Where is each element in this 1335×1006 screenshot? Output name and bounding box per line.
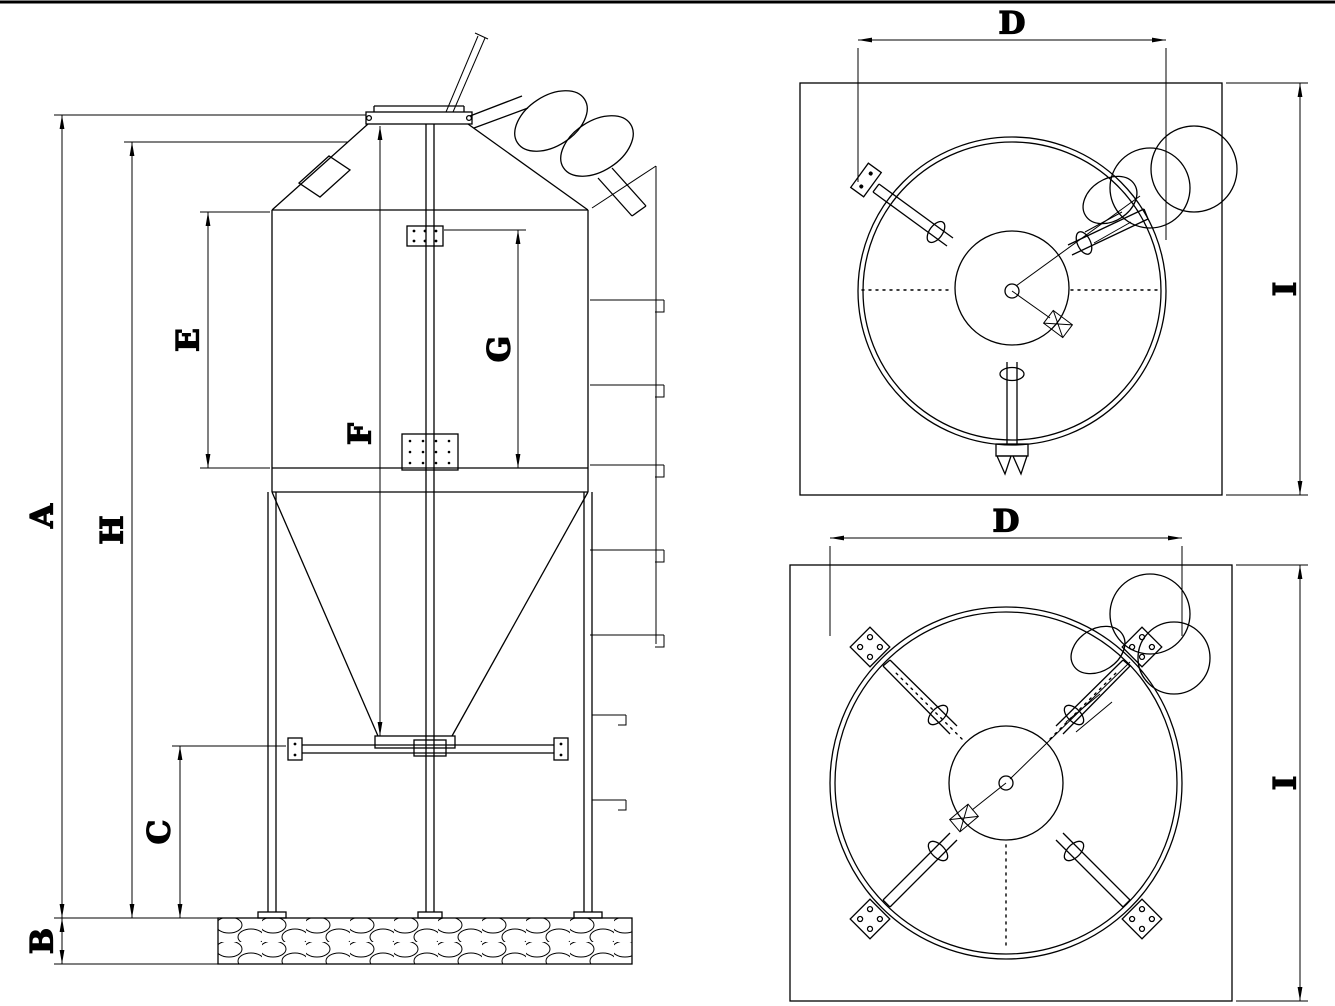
leg-right	[1067, 208, 1149, 256]
leg-upper-left	[849, 162, 954, 247]
support-legs	[257, 492, 603, 919]
agitator-bracket-2	[948, 782, 1007, 833]
dim-label-h: H	[95, 515, 131, 544]
foundation-pad	[217, 917, 633, 965]
dim-label-e: E	[171, 328, 207, 352]
center-pipe-hole	[1004, 283, 1020, 299]
leg-ul	[849, 626, 958, 735]
center-pipe-hole-2	[998, 775, 1014, 791]
hopper-outlet-circle-2	[948, 725, 1064, 841]
elevation-view: A H E G F C B	[24, 32, 665, 965]
fill-inlet-pipe	[445, 32, 489, 113]
dim-label-i-bottom: I	[1268, 776, 1304, 791]
elevation-dimensions	[54, 114, 526, 965]
cyclone-plan	[1082, 125, 1238, 244]
agitator-bracket	[1011, 290, 1074, 339]
dim-label-d-bottom: D	[993, 504, 1020, 540]
leg-bottom	[995, 362, 1029, 476]
dim-label-i-top: I	[1268, 282, 1304, 297]
hopper-outlet-circle	[954, 230, 1070, 346]
hopper-outlet-flange	[374, 735, 456, 749]
dim-label-d-top: D	[999, 6, 1026, 42]
center-fill-pipe	[417, 124, 443, 919]
plan-view-three-leg: D I	[799, 5, 1308, 496]
leg-lr	[1055, 832, 1163, 940]
plan-bottom-dimensions	[829, 535, 1308, 1002]
tank-rim-inner	[862, 141, 1162, 441]
leg-ll	[849, 832, 958, 940]
plan-view-four-leg: D I	[789, 503, 1308, 1002]
silo-hopper	[271, 491, 589, 749]
brace-center-fitting	[413, 739, 447, 757]
leg-ur	[1055, 626, 1163, 735]
fill-pipe-plan	[1015, 195, 1141, 287]
dim-label-c: C	[142, 820, 178, 845]
dim-label-g: G	[482, 336, 518, 362]
roof-manhole	[297, 155, 352, 198]
cyclone-separator	[469, 90, 647, 217]
upper-bolt-plate	[406, 225, 444, 247]
base-frame-outline-2	[789, 564, 1233, 1002]
dim-label-a: A	[25, 503, 61, 529]
dim-label-f: F	[343, 423, 379, 445]
base-frame-outline	[799, 82, 1223, 496]
cross-brace	[287, 737, 569, 761]
dim-label-b: B	[25, 928, 61, 954]
plan-top-dimensions	[857, 37, 1308, 496]
silo-body	[271, 209, 589, 493]
tank-rim-inner-2	[834, 611, 1178, 955]
cyclone-plan-2	[1065, 573, 1211, 733]
tank-rim-outer-2	[829, 606, 1183, 960]
ladder	[590, 165, 665, 811]
tank-rim-outer	[857, 136, 1167, 446]
silo-top-cone	[271, 105, 589, 211]
middle-bolt-plate	[401, 433, 459, 471]
